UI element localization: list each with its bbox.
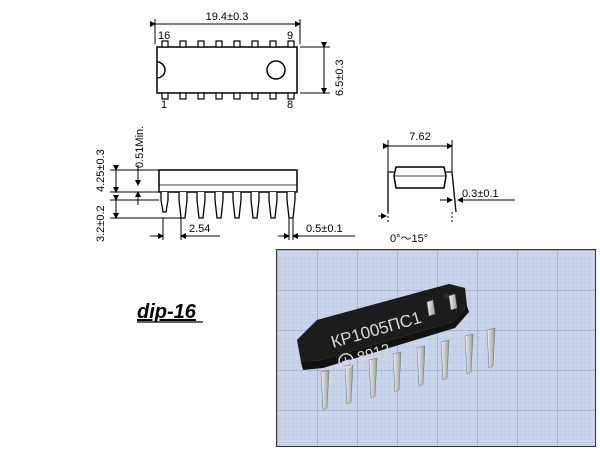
package-title: dip-16 — [137, 301, 197, 323]
pin-16-label: 16 — [158, 30, 170, 42]
lead-width-label: 0.5±0.1 — [306, 223, 343, 235]
side-view — [110, 165, 355, 240]
lead-thickness-label: 0.3±0.1 — [462, 188, 499, 200]
end-view — [378, 140, 515, 222]
standoff-label: 0.51Min. — [134, 126, 146, 168]
chip-photo-image: КР1005ПС1 8912 — [277, 250, 595, 446]
length-dimension-label: 19.4±0.3 — [206, 11, 249, 23]
body-height-label: 4.25±0.3 — [95, 149, 107, 192]
row-spacing-label: 7.62 — [409, 131, 430, 143]
chip-photo: КР1005ПС1 8912 — [276, 249, 596, 447]
top-view — [150, 19, 330, 100]
width-dimension-label: 6.5±0.3 — [334, 59, 346, 96]
pin-8-label: 8 — [287, 99, 293, 111]
lead-angle-label: 0°～15° — [390, 233, 428, 245]
pin-9-label: 9 — [287, 30, 293, 42]
pin-1-label: 1 — [161, 99, 167, 111]
lead-length-label: 3.2±0.2 — [95, 205, 107, 242]
pitch-label: 2.54 — [189, 223, 210, 235]
